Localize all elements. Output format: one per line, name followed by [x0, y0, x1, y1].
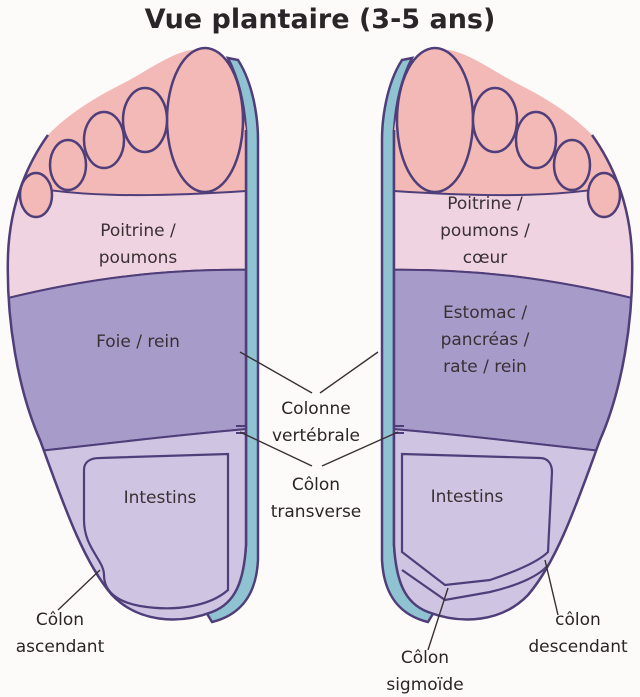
left-big-toe	[165, 46, 245, 194]
sigmoid-callout-label-2: sigmoïde	[386, 675, 463, 695]
left-abdomen-zone	[7, 268, 246, 457]
right-toe-5	[586, 171, 622, 219]
left-toes	[18, 46, 245, 219]
left-toe-5	[18, 171, 54, 219]
right-colon-inner-outline	[400, 452, 554, 587]
right-toe-4	[552, 138, 592, 192]
ascending-callout-label-2: ascendant	[16, 637, 105, 657]
transverse-callout-line-right	[321, 431, 399, 467]
left-foot-outline	[6, 130, 248, 621]
descending-callout-label-1: côlon	[555, 610, 601, 630]
right-abdomen-label-2: pancréas /	[441, 330, 530, 350]
left-toe-3	[82, 110, 126, 170]
right-abdomen-label-1: Estomac /	[443, 303, 527, 323]
sigmoid-callout-label-1: Côlon	[401, 648, 449, 668]
left-toe-4	[48, 138, 88, 192]
left-chest-label-2: poumons	[99, 248, 178, 268]
left-chest-label-1: Poitrine /	[100, 221, 176, 241]
right-chest-label-1: Poitrine /	[447, 194, 523, 214]
ascending-callout-line	[57, 569, 101, 611]
right-sigmoid-curve	[401, 564, 549, 602]
right-chest-label-2: poumons /	[440, 221, 530, 241]
left-toe-2	[121, 86, 169, 154]
right-toe-3	[514, 110, 558, 170]
descending-callout-line	[544, 559, 559, 616]
ascending-callout-label-1: Côlon	[36, 610, 84, 630]
right-toe-2	[471, 86, 519, 154]
right-abdomen-label-3: rate / rein	[443, 357, 527, 377]
transverse-callout-label-1: Côlon	[292, 475, 340, 495]
left-abdomen-label: Foie / rein	[96, 332, 180, 352]
sigmoid-callout-line	[427, 587, 449, 651]
left-colon-inner-outline	[82, 452, 230, 610]
spine-callout-label-2: vertébrale	[272, 426, 360, 446]
callout-lines	[57, 351, 559, 651]
left-intestine-label: Intestins	[124, 488, 197, 508]
right-intestine-label: Intestins	[431, 487, 504, 507]
spine-callout-label-1: Colonne	[281, 399, 350, 419]
spine-callout-line-left	[239, 351, 313, 394]
right-toes	[395, 46, 622, 219]
transverse-callout-label-2: transverse	[271, 502, 362, 522]
descending-callout-label-2: descendant	[528, 637, 628, 657]
right-chest-label-3: cœur	[463, 248, 508, 268]
right-big-toe	[395, 46, 475, 194]
right-foot-outline	[392, 130, 634, 621]
spine-callout-line-right	[319, 351, 379, 394]
transverse-callout-line-left	[239, 431, 313, 467]
page-title: Vue plantaire (3-5 ans)	[144, 4, 496, 35]
